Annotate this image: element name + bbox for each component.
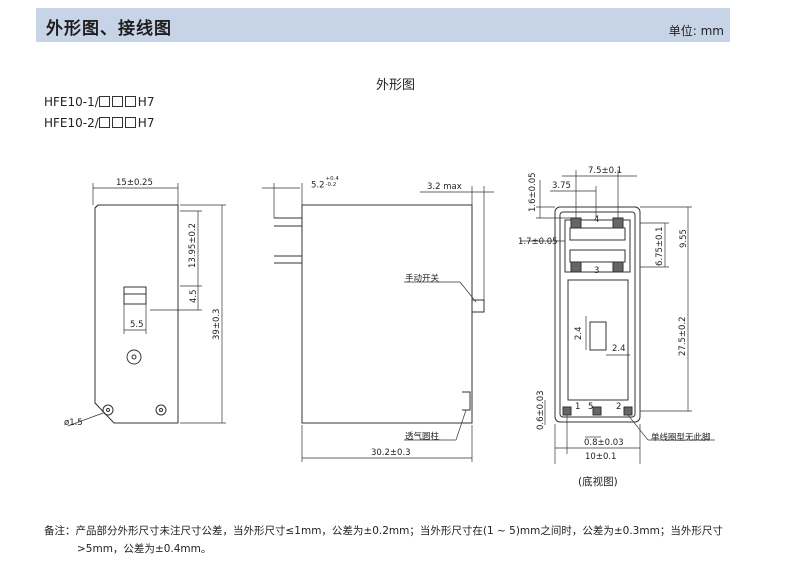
dim-10: 10±0.1: [585, 452, 617, 462]
blank-box: [98, 117, 110, 128]
dim-1-6: 1.6±0.05: [528, 172, 538, 212]
front-view: [67, 183, 226, 427]
single-coil-label: 单线圈型无此脚: [651, 433, 711, 443]
pin-5: 5: [588, 402, 594, 412]
dim-width: 15±0.25: [116, 178, 153, 188]
dim-height: 39±0.3: [212, 308, 222, 340]
dim-5-5: 5.5: [130, 320, 144, 330]
unit-label: 单位: mm: [668, 24, 724, 38]
dim-27-5: 27.5±0.2: [678, 316, 688, 356]
pin-4: 4: [594, 215, 600, 225]
dim-2-4-v: 2.4: [574, 326, 584, 340]
section-title: 外形图: [376, 78, 416, 93]
blank-box: [98, 96, 110, 107]
dim-hole: ø1.5: [64, 418, 83, 428]
dim-9-55: 9.55: [679, 229, 689, 248]
blank-box: [124, 96, 136, 107]
vent-pillar-label: 透气圆柱: [405, 432, 440, 442]
dim-7-5: 7.5±0.1: [588, 166, 623, 176]
pin-2: 2: [616, 402, 622, 412]
bottom-view: [520, 170, 715, 464]
dim-0-8: 0.8±0.03: [584, 438, 624, 448]
model-line-1: HFE10-1/H7: [44, 95, 155, 109]
dim-max: 3.2 max: [427, 182, 462, 192]
blank-box: [124, 117, 136, 128]
blank-box: [111, 96, 123, 107]
header-bar: 外形图、接线图 单位: mm: [36, 8, 730, 42]
dim-3-75: 3.75: [552, 181, 571, 191]
dim-5-2: 5.2+0.4-0.2: [311, 176, 339, 191]
dim-length: 30.2±0.3: [371, 448, 411, 458]
blank-box: [111, 117, 123, 128]
dim-4-5: 4.5: [189, 289, 199, 303]
manual-switch-label: 手动开关: [405, 274, 440, 284]
remark-note: 备注：产品部分外形尺寸未注尺寸公差，当外形尺寸≤1mm，公差为±0.2mm；当外…: [44, 525, 723, 555]
dim-13-95: 13.95±0.2: [188, 223, 198, 268]
dim-0-6: 0.6±0.03: [536, 390, 546, 430]
side-view: [262, 183, 494, 462]
pin-1: 1: [575, 402, 581, 412]
pin-3: 3: [594, 266, 600, 276]
dim-1-7: 1.7±0.05: [518, 237, 558, 247]
page-title: 外形图、接线图: [46, 19, 172, 39]
bottom-view-caption: (底视图): [578, 476, 618, 488]
dim-6-75: 6.75±0.1: [655, 226, 665, 266]
model-line-2: HFE10-2/H7: [44, 116, 155, 130]
dim-2-4-h: 2.4: [612, 344, 626, 354]
